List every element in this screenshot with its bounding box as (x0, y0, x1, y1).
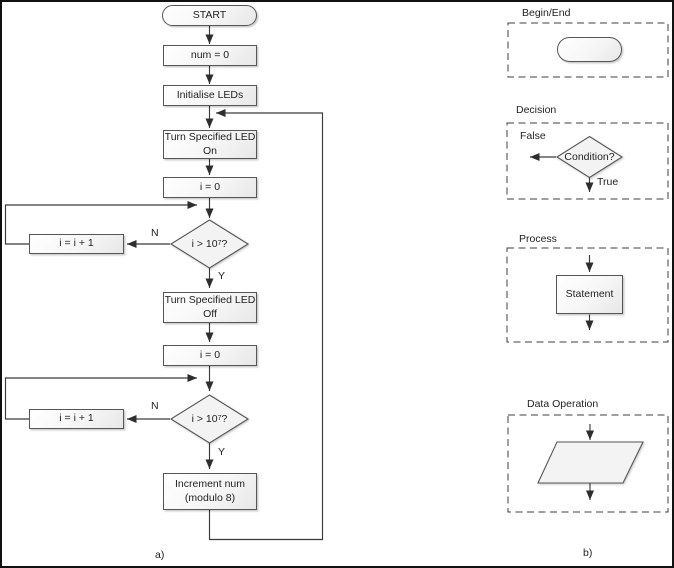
branch-no-label-2: N (151, 400, 159, 412)
caption-a: a) (155, 549, 165, 561)
increment-num-node: Increment num (modulo 8) (163, 473, 257, 510)
branch-yes-label-1: Y (218, 270, 226, 282)
legend-decision-title: Decision (516, 104, 557, 116)
decision-2-suffix: ? (221, 413, 228, 425)
i-plus-1-node-2: i = i + 1 (29, 409, 124, 429)
i-zero-node-2: i = 0 (163, 345, 257, 366)
i-zero-label-2: i = 0 (199, 348, 221, 361)
i-plus-1-label-2: i = i + 1 (59, 412, 94, 425)
caption-b: b) (583, 547, 593, 559)
legend-condition-label: Condition? (549, 148, 630, 166)
legend-statement-label: Statement (565, 287, 614, 300)
loop-increment-back (208, 109, 324, 541)
initialise-leds-node: Initialise LEDs (163, 85, 257, 106)
start-node: START (162, 5, 257, 26)
legend-condition-text: Condition? (564, 151, 615, 163)
initialise-leds-label: Initialise LEDs (176, 88, 244, 101)
start-label: START (192, 8, 227, 21)
num-zero-label: num = 0 (190, 48, 230, 61)
legend-begin-end-title: Begin/End (522, 7, 571, 19)
branch-no-label-1: N (151, 227, 159, 239)
legend-begin-end-shape (557, 37, 622, 62)
loop-iplus1b-back (4, 374, 197, 420)
i-zero-label-1: i = 0 (199, 180, 221, 193)
legend-data-parallelogram (537, 441, 644, 484)
legend-data-operation-frame (507, 414, 669, 513)
led-off-line1: Turn Specified LED (164, 293, 256, 306)
i-zero-node-1: i = 0 (163, 177, 257, 198)
branch-yes-label-2: Y (218, 446, 226, 458)
legend-decision-diamond (555, 135, 624, 179)
decision-1-diamond (169, 219, 250, 269)
i-plus-1-node-1: i = i + 1 (29, 234, 124, 254)
loop-iplus1a-back (4, 201, 197, 245)
legend-process-frame (506, 247, 669, 343)
increment-line2: (modulo 8) (184, 491, 236, 504)
led-off-line2: Off (203, 307, 217, 320)
legend-process-title: Process (519, 233, 557, 245)
legend-data-operation-title: Data Operation (527, 398, 599, 410)
legend-false-label: False (520, 130, 546, 142)
led-on-node: Turn Specified LED On (163, 130, 257, 159)
decision-1-suffix: ? (221, 238, 228, 250)
legend-begin-end-frame (507, 22, 669, 78)
decision-1-text: i > 10 (191, 238, 218, 250)
legend-decision-frame (506, 122, 669, 200)
legend-true-label: True (597, 176, 619, 188)
legend-statement-node: Statement (556, 275, 623, 314)
num-zero-node: num = 0 (163, 45, 257, 66)
led-off-node: Turn Specified LED Off (163, 292, 257, 323)
led-on-line2: On (202, 144, 217, 157)
decision-2-text: i > 10 (191, 413, 218, 425)
i-plus-1-label-1: i = i + 1 (59, 237, 94, 250)
decision-2-diamond (169, 394, 250, 444)
increment-line1: Increment num (174, 477, 246, 490)
led-on-line1: Turn Specified LED (164, 130, 256, 143)
